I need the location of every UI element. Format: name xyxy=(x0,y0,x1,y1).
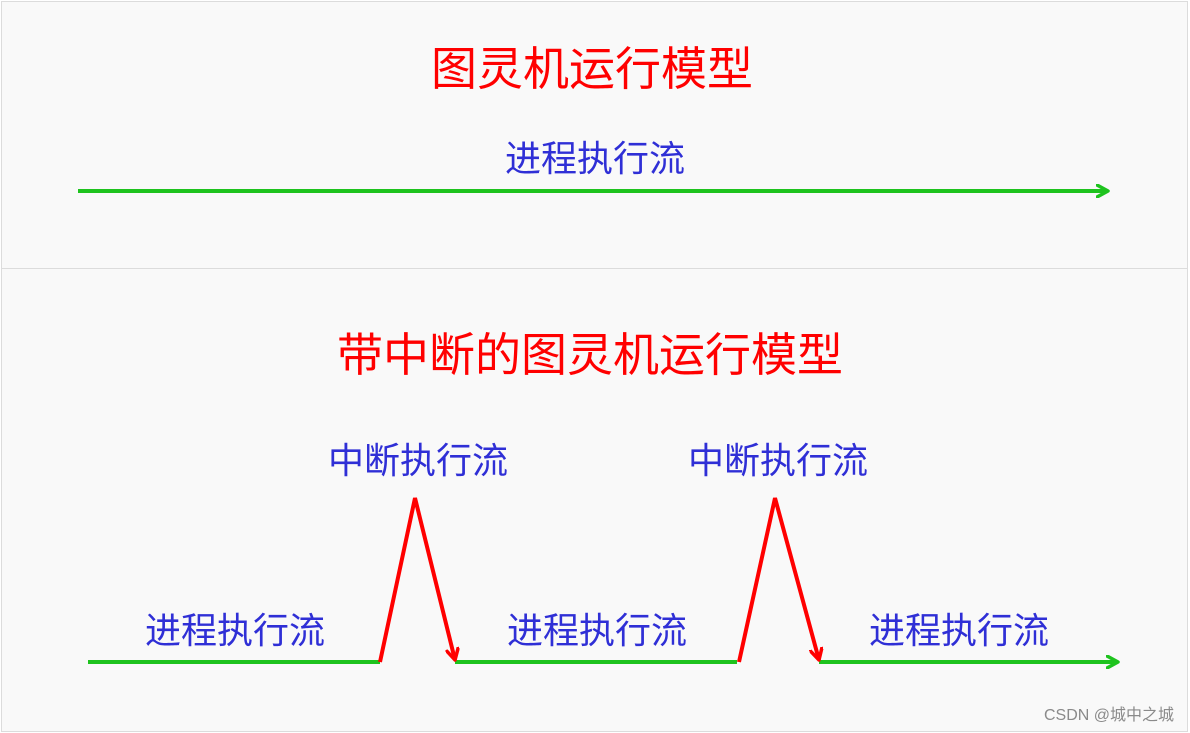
interrupt-label-2: 中断执行流 xyxy=(687,441,869,482)
top-panel xyxy=(1,1,1188,269)
interrupt-label-1: 中断执行流 xyxy=(327,441,509,482)
bottom-panel xyxy=(1,268,1188,732)
interrupt-spike-1 xyxy=(378,497,455,663)
process-label-3: 进程执行流 xyxy=(868,611,1050,652)
top-title: 图灵机运行模型 xyxy=(431,42,753,96)
watermark: CSDN @城中之城 xyxy=(1043,707,1174,724)
interrupt-spike-2 xyxy=(737,497,819,663)
top-flow-label: 进程执行流 xyxy=(504,139,686,180)
process-label-1: 进程执行流 xyxy=(144,611,326,652)
process-label-2: 进程执行流 xyxy=(506,611,688,652)
bottom-title: 带中断的图灵机运行模型 xyxy=(337,328,843,382)
